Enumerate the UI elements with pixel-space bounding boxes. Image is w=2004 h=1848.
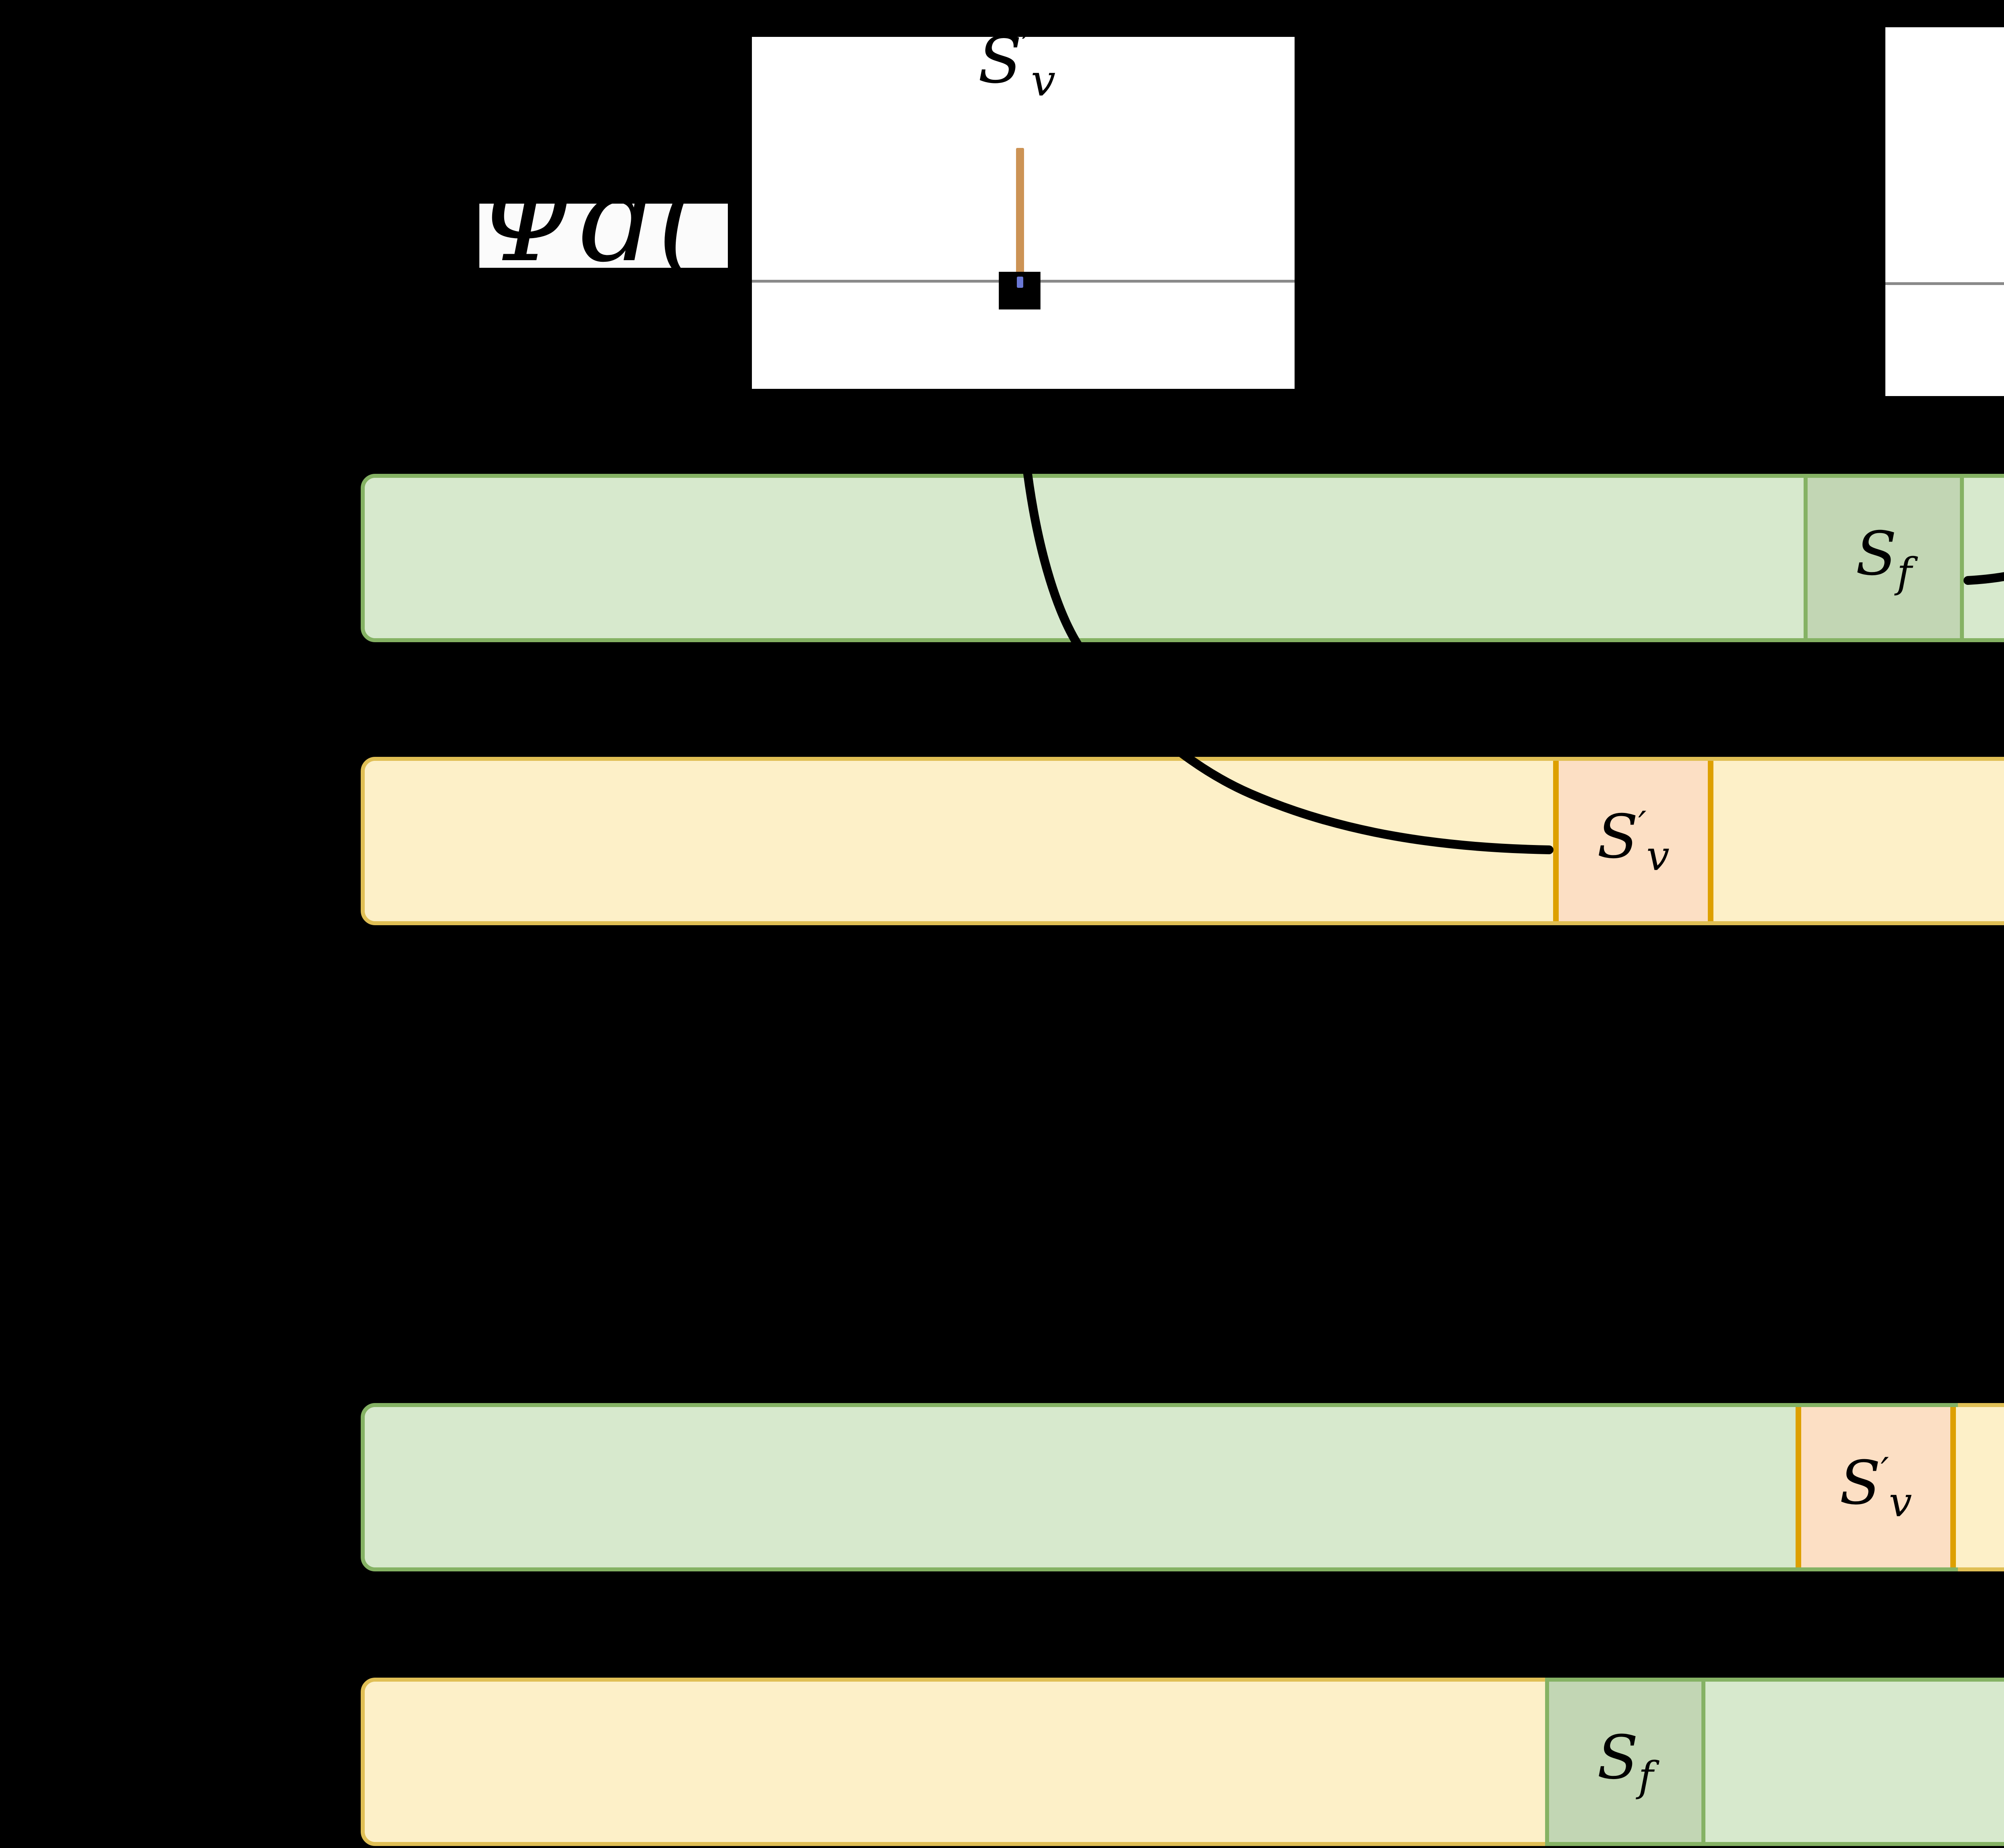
pole <box>1016 148 1024 288</box>
panel-sv-label-main: S <box>978 22 1022 98</box>
panel-sv-label-prime: ′ <box>1022 24 1031 70</box>
bar-2[interactable]: S′v <box>361 757 2004 925</box>
bar-3[interactable]: S′v <box>361 1403 2004 1571</box>
panel-sv-label-sub: v <box>1031 55 1056 106</box>
bar-4-segment-sf-label: Sf <box>1597 1723 1654 1801</box>
bar-2-segment-sv[interactable]: S′v <box>1553 761 1713 921</box>
bar-4-segment-left <box>365 1682 1545 1842</box>
bar-1-segment-sf[interactable]: Sf <box>1804 478 1964 638</box>
bar-2-segment-right <box>1713 761 2004 921</box>
bar-4-segment-sf[interactable]: Sf <box>1545 1682 1705 1842</box>
bar-2-segment-sv-label: S′v <box>1597 802 1670 880</box>
bar-3-segment-right <box>1956 1407 2004 1567</box>
bar-4[interactable]: Sf <box>361 1678 2004 1846</box>
psi-label-patch: Ψd( <box>479 204 728 268</box>
bar-1[interactable]: Sf <box>361 474 2004 642</box>
bar-3-segment-sv[interactable]: S′v <box>1796 1407 1956 1567</box>
bar-1-segment-left <box>365 478 1804 638</box>
cartpole-panel-sv <box>752 37 1295 389</box>
psi-label-text: Ψd( <box>479 204 704 268</box>
axle <box>1017 277 1023 288</box>
bar-4-segment-right <box>1705 1682 2004 1842</box>
ground-line <box>1885 282 2004 285</box>
bar-3-segment-left <box>365 1407 1796 1567</box>
bar-3-segment-sv-label: S′v <box>1839 1448 1912 1526</box>
panel-sv-label: S′v <box>978 15 1056 113</box>
bar-1-segment-right <box>1964 478 2004 638</box>
cartpole-panel-sf <box>1885 27 2004 396</box>
bar-1-segment-sf-label: Sf <box>1855 519 1912 597</box>
bar-2-segment-left <box>365 761 1553 921</box>
